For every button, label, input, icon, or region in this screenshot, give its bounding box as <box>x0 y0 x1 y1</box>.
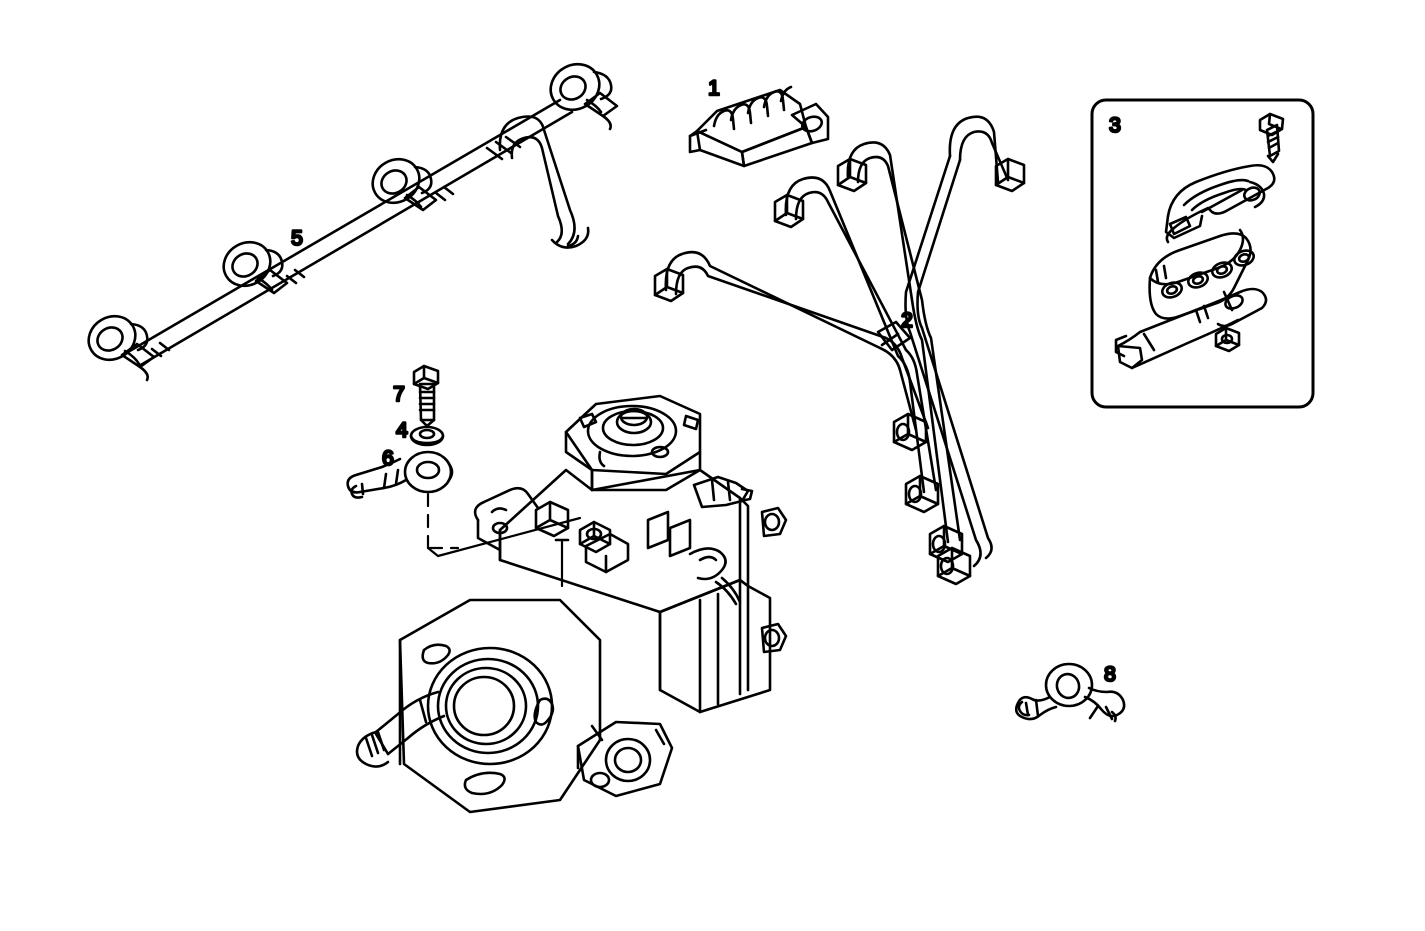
banjo-tee-bolt-8 <box>1014 662 1126 723</box>
pump-top-cover <box>564 394 702 492</box>
line-union-nut <box>928 524 964 564</box>
line-union-nut <box>653 267 685 303</box>
pump-upper-housing <box>473 468 750 614</box>
banjo-eye-fitting <box>371 157 438 212</box>
clamp-nut <box>1214 326 1241 353</box>
banjo-eye-fitting <box>549 62 619 131</box>
callout-label-1: 1 <box>708 77 720 100</box>
callout-label-6: 6 <box>382 447 394 470</box>
line-union-nut <box>994 157 1026 193</box>
hex-bolt-7 <box>412 364 440 428</box>
injection-lines-2 <box>653 115 1026 586</box>
pump-drive-flange <box>355 598 602 814</box>
clamp-bracket-lower <box>1114 287 1268 370</box>
callout-label-3: 3 <box>1109 114 1121 137</box>
line-union-nut <box>904 474 940 514</box>
leader-line <box>426 492 460 550</box>
sealing-washer-4 <box>409 425 445 447</box>
line-union-nut <box>836 157 868 193</box>
callout-labels: 1 2 3 4 5 6 7 8 <box>290 76 1122 688</box>
clamp-rubber-block <box>1148 228 1255 320</box>
callout-label-8: 8 <box>1104 663 1116 686</box>
line-union-nut <box>773 193 805 229</box>
line-bundle-clamp <box>876 320 912 352</box>
clamp-bolt <box>1258 112 1285 164</box>
injection-pump <box>355 394 788 814</box>
banjo-eye-fitting <box>87 314 156 382</box>
banjo-eye-fitting <box>222 240 289 295</box>
callout-label-4: 4 <box>396 419 408 442</box>
return-line-assembly-5 <box>87 62 619 382</box>
pump-inlet-boss <box>576 720 674 798</box>
callout-label-7: 7 <box>393 383 405 406</box>
line-holder-block-1 <box>688 85 830 168</box>
clamp-bracket-upper <box>1164 163 1276 244</box>
pump-side-block <box>658 506 788 714</box>
pump-fuel-nipple <box>692 475 754 509</box>
line-union-nut <box>892 412 928 452</box>
callout-label-2: 2 <box>901 309 913 332</box>
banjo-fitting-6 <box>346 450 454 499</box>
fastener-group <box>346 364 582 558</box>
callout-label-5: 5 <box>291 227 303 250</box>
detail-box-3 <box>1090 98 1315 409</box>
line-union-nut <box>936 546 972 586</box>
